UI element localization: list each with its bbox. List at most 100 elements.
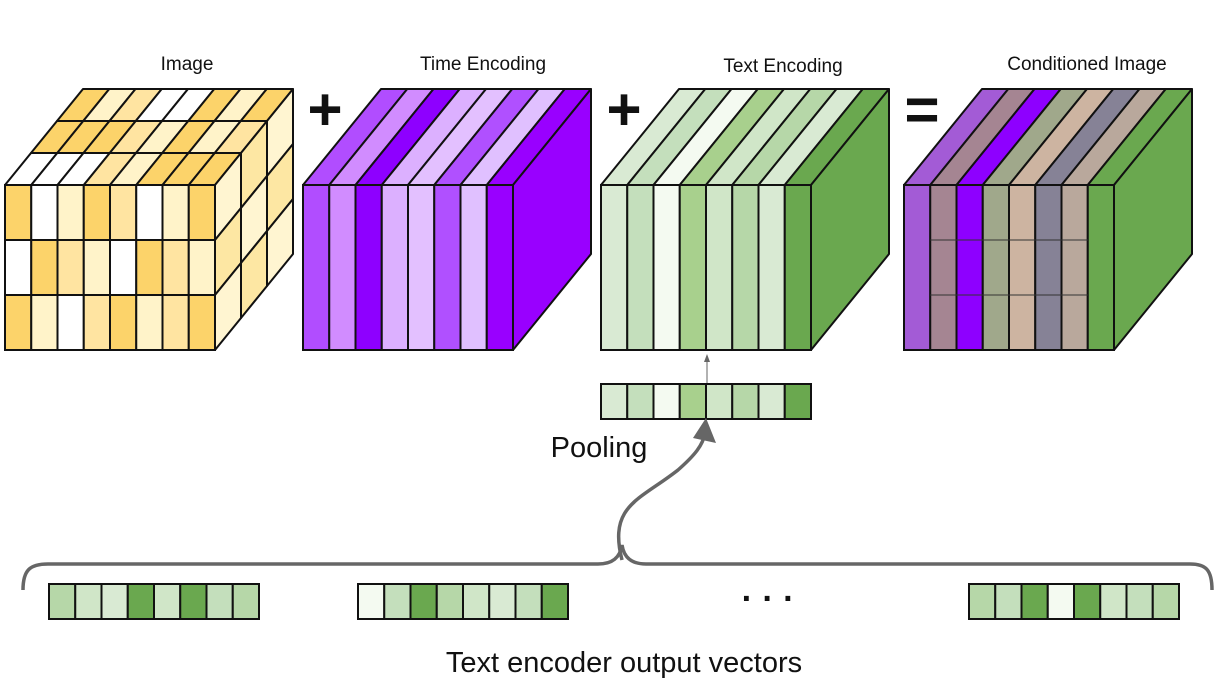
- band-front: [981, 184, 1010, 351]
- band-front: [600, 184, 629, 351]
- vector-cell: [757, 383, 786, 420]
- vector-cell: [1046, 583, 1075, 620]
- vector-cell: [153, 583, 182, 620]
- image-front-cell: [4, 239, 33, 296]
- image-side-cell: [266, 198, 294, 287]
- band-front: [903, 184, 932, 351]
- band-front: [929, 184, 958, 351]
- image-front-cell: [109, 239, 138, 296]
- vector-cell: [1099, 583, 1128, 620]
- pooling-arrow-head: [693, 418, 716, 443]
- band-front: [955, 184, 984, 351]
- text-encoder-output-vector: [968, 583, 1180, 620]
- image-front-cell: [30, 239, 59, 296]
- image-front-cell: [82, 294, 111, 351]
- image-front-cell: [30, 294, 59, 351]
- image-front-cell: [56, 239, 85, 296]
- vector-cell: [435, 583, 464, 620]
- band-front: [407, 184, 436, 351]
- band-front: [459, 184, 488, 351]
- band-front: [678, 184, 707, 351]
- conditioned-image-title: Conditioned Image: [1007, 54, 1167, 75]
- vector-cell: [678, 383, 707, 420]
- vector-cell: [514, 583, 543, 620]
- band-front: [380, 184, 409, 351]
- vector-cell: [994, 583, 1023, 620]
- pooling-curved-arrow: [616, 432, 707, 561]
- band-front: [757, 184, 786, 351]
- band-front: [302, 184, 331, 351]
- band-front: [731, 184, 760, 351]
- vector-cell: [783, 383, 812, 420]
- image-front-cell: [109, 184, 138, 241]
- vector-cell: [462, 583, 491, 620]
- band-front: [485, 184, 514, 351]
- image-front-cell: [30, 184, 59, 241]
- vector-cell: [1125, 583, 1154, 620]
- band-front: [626, 184, 655, 351]
- band-front: [705, 184, 734, 351]
- vector-cell: [488, 583, 517, 620]
- image-tensor-cube: [4, 88, 294, 351]
- band-front: [1008, 184, 1037, 351]
- image-front-cell: [187, 294, 216, 351]
- ellipsis: · · ·: [742, 580, 795, 618]
- image-title: Image: [161, 54, 214, 75]
- text-encoding-cube: [600, 88, 890, 351]
- band-front: [328, 184, 357, 351]
- text-encoder-output-vector: [357, 583, 569, 620]
- vector-cell: [357, 583, 386, 620]
- vector-cell: [100, 583, 129, 620]
- band-front: [433, 184, 462, 351]
- vector-cell: [600, 383, 629, 420]
- plus-sign-2: +: [606, 76, 641, 143]
- band-front: [783, 184, 812, 351]
- band-front: [1086, 184, 1115, 351]
- image-front-cell: [56, 184, 85, 241]
- vector-cell: [540, 583, 569, 620]
- pooling-label: Pooling: [551, 432, 648, 464]
- vector-cell: [1151, 583, 1180, 620]
- image-front-cell: [82, 239, 111, 296]
- time-encoding-title: Time Encoding: [420, 54, 546, 75]
- vector-cell: [705, 383, 734, 420]
- vector-cell: [126, 583, 155, 620]
- image-front-cell: [161, 239, 190, 296]
- vector-cell: [409, 583, 438, 620]
- image-front-cell: [161, 294, 190, 351]
- image-front-cell: [56, 294, 85, 351]
- image-front-cell: [4, 294, 33, 351]
- text-encoder-output-vector: [48, 583, 260, 620]
- image-front-cell: [4, 184, 33, 241]
- vector-cell: [205, 583, 234, 620]
- equals-sign: =: [904, 76, 939, 143]
- pooled-text-vector: [600, 383, 812, 420]
- image-front-cell: [135, 184, 164, 241]
- vector-cell: [731, 383, 760, 420]
- band-front: [1034, 184, 1063, 351]
- vector-cell: [626, 383, 655, 420]
- text-encoder-output-label: Text encoder output vectors: [446, 647, 802, 679]
- output-vectors-brace: [21, 544, 1214, 591]
- vector-cell: [48, 583, 77, 620]
- image-front-cell: [135, 294, 164, 351]
- band-front: [652, 184, 681, 351]
- vector-cell: [179, 583, 208, 620]
- vector-cell: [231, 583, 260, 620]
- image-front-cell: [187, 239, 216, 296]
- vector-cell: [968, 583, 997, 620]
- vector-cell: [652, 383, 681, 420]
- text-encoding-title: Text Encoding: [723, 56, 842, 77]
- image-front-cell: [187, 184, 216, 241]
- band-front: [354, 184, 383, 351]
- vector-cell: [1073, 583, 1102, 620]
- pooled-to-text-arrow-head: [704, 354, 710, 362]
- image-front-cell: [161, 184, 190, 241]
- image-front-cell: [109, 294, 138, 351]
- conditioned-image-cube: [903, 88, 1193, 351]
- vector-cell: [74, 583, 103, 620]
- vector-cell: [1020, 583, 1049, 620]
- vector-cell: [383, 583, 412, 620]
- image-front-cell: [135, 239, 164, 296]
